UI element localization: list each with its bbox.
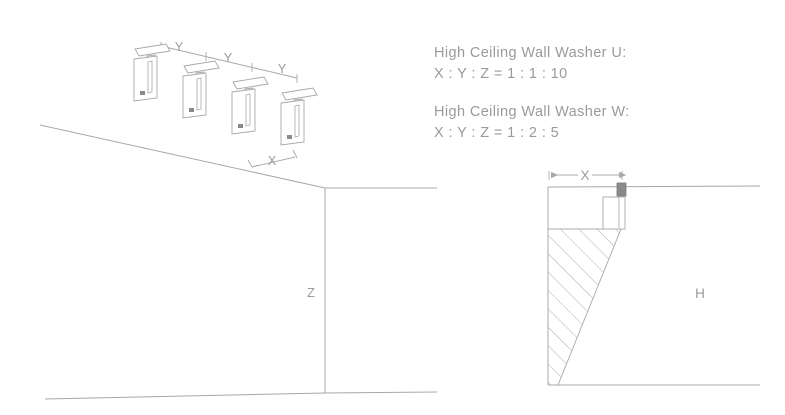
luminaire-lens-3 [245,93,251,127]
offset-dimension-corner [247,159,260,168]
luminaire-marker-1 [140,91,145,95]
section-luminaire-head [616,182,627,197]
luminaire-marker-4 [287,135,292,139]
spec-heading-u: High Ceiling Wall Washer U: [434,45,627,61]
left-perspective-view: Y Y Y [39,40,438,400]
luminaire-marker-3 [238,124,243,128]
spacing-label-2: Y [278,62,287,76]
offset-dimension-tick [292,149,298,159]
section-luminaire-housing [602,196,626,230]
spacing-dimension-axis [160,45,298,79]
luminaire-lens-2 [196,77,202,111]
luminaire-lens-4 [294,104,300,138]
track-canopy-3 [232,76,269,90]
ceiling-slope-line [39,124,326,189]
height-label-right: H [695,286,705,301]
track-canopy-4 [281,87,318,101]
floor-slope-line [44,392,326,400]
track-canopy-2 [183,60,220,74]
luminaire-body-3 [231,88,256,135]
offset-dimension-axis [251,156,296,168]
spacing-dimension-line: Y Y Y [160,40,298,83]
spec-group-u: High Ceiling Wall Washer U: X : Y : Z = … [434,43,754,85]
section-ceiling-line [547,185,761,188]
room-outline [39,124,438,400]
luminaire-1 [133,43,171,102]
spec-ratio-u: X : Y : Z = 1 : 1 : 10 [434,66,568,82]
floor-return-line [324,391,438,394]
offset-dimension-right: X [548,168,627,183]
luminaire-3 [231,76,269,135]
right-section-view: X H [547,168,761,386]
spacing-label-0: Y [175,40,184,54]
height-label-left: Z [307,285,315,300]
spacing-label-1: Y [224,51,233,65]
specification-text-block: High Ceiling Wall Washer U: X : Y : Z = … [434,43,754,161]
luminaire-body-2 [182,72,207,119]
beam-diagonal-edge [557,228,622,386]
offset-label-right: X [580,168,589,183]
section-luminaire [602,182,627,230]
spec-heading-w: High Ceiling Wall Washer W: [434,104,630,120]
luminaire-marker-2 [189,108,194,112]
offset-dimension-left: X [247,149,298,168]
spec-group-w: High Ceiling Wall Washer W: X : Y : Z = … [434,102,754,144]
luminaire-body-4 [280,99,305,146]
track-canopy-1 [134,43,171,57]
offset-label-left: X [268,154,277,168]
luminaire-lens-1 [147,60,153,94]
luminaire-group [133,43,318,146]
luminaire-2 [182,60,220,119]
luminaire-body-1 [133,55,158,102]
spec-ratio-w: X : Y : Z = 1 : 2 : 5 [434,125,560,141]
beam-hatch-fill [548,229,621,385]
luminaire-4 [280,87,318,146]
beam-spread-region [548,228,622,386]
